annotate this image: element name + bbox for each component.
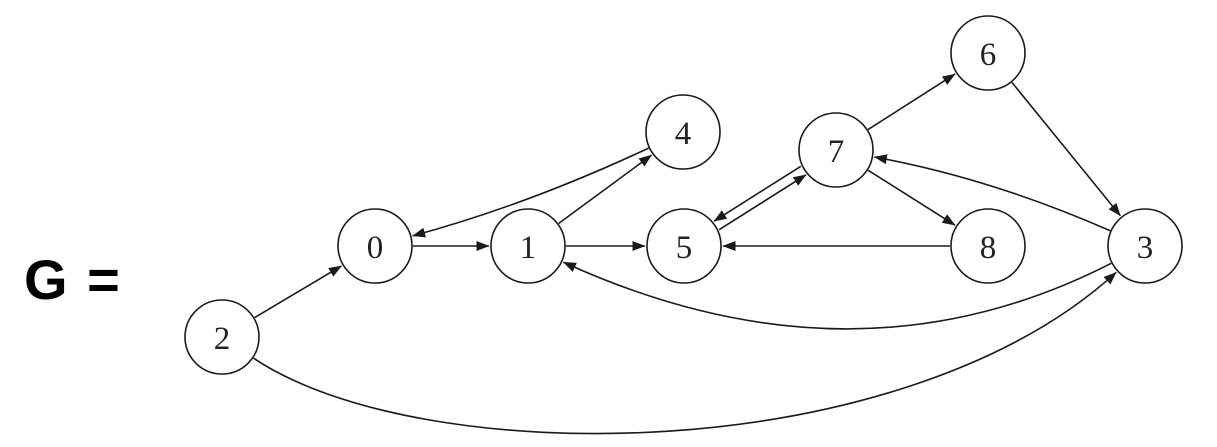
- node-1: 1: [490, 208, 566, 284]
- edge-6-3: [1011, 81, 1122, 217]
- node-5: 5: [646, 208, 722, 284]
- node-7-circle: [798, 112, 874, 188]
- node-3: 3: [1107, 208, 1183, 284]
- node-8-circle: [950, 208, 1026, 284]
- node-8: 8: [950, 208, 1026, 284]
- node-2: 2: [184, 299, 260, 375]
- edge-3-7: [873, 154, 1111, 232]
- node-5-label: 5: [676, 230, 693, 266]
- edge-7-6: [867, 73, 956, 131]
- node-3-circle: [1107, 208, 1183, 284]
- node-5-circle: [646, 208, 722, 284]
- edge-2-0: [254, 265, 342, 319]
- edge-1-4: [558, 154, 653, 225]
- node-4-label: 4: [675, 116, 692, 152]
- node-6: 6: [950, 15, 1026, 91]
- node-4: 4: [645, 94, 721, 170]
- nodes-layer: 0 1 2 3 4 5 6 7 8: [184, 15, 1183, 375]
- graph-equation-label: G =: [24, 248, 122, 311]
- node-2-circle: [184, 299, 260, 375]
- node-0-label: 0: [367, 230, 384, 266]
- node-8-label: 8: [980, 230, 997, 266]
- edge-3-1: [563, 261, 1112, 330]
- node-7-label: 7: [828, 134, 845, 170]
- edge-5-7: [718, 174, 807, 231]
- edge-7-5: [713, 165, 802, 222]
- edges-layer: [253, 73, 1122, 435]
- node-1-label: 1: [520, 230, 537, 266]
- node-0-circle: [337, 208, 413, 284]
- edge-2-3: [253, 271, 1117, 435]
- node-0: 0: [337, 208, 413, 284]
- node-7: 7: [798, 112, 874, 188]
- node-6-label: 6: [980, 37, 997, 73]
- node-4-circle: [645, 94, 721, 170]
- node-2-label: 2: [214, 321, 231, 357]
- node-1-circle: [490, 208, 566, 284]
- edge-7-8: [867, 169, 956, 226]
- edge-4-0: [412, 147, 649, 238]
- node-3-label: 3: [1137, 230, 1154, 266]
- node-6-circle: [950, 15, 1026, 91]
